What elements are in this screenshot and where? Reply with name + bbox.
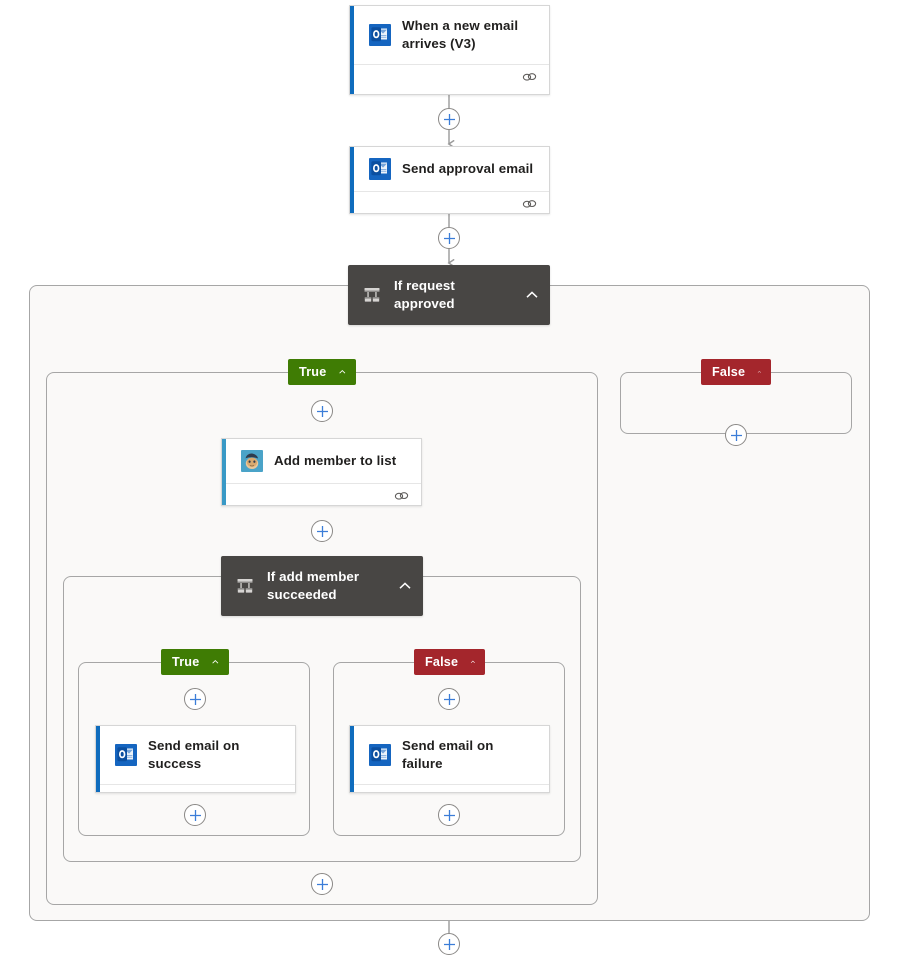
connections-link-icon[interactable] (394, 490, 409, 502)
card-header: Send email on failure (350, 726, 549, 784)
plus-icon (443, 809, 455, 821)
action-card-send-approval-email[interactable]: Send approval email (349, 146, 550, 214)
insert-button-after-send-email-on-success[interactable] (184, 804, 206, 826)
branch-badge-inner-false[interactable]: False (414, 649, 485, 675)
connections-link-icon[interactable] (522, 791, 537, 793)
mailchimp-icon (241, 450, 263, 472)
card-accent-bar (96, 726, 100, 792)
branch-badge-outer-false[interactable]: False (701, 359, 771, 385)
branch-badge-outer-true[interactable]: True (288, 359, 356, 385)
plus-icon (316, 878, 328, 890)
action-card-when-a-new-email-arrives[interactable]: When a new email arrives (V3) (349, 5, 550, 95)
insert-button-after-send-approval-email[interactable] (438, 227, 460, 249)
insert-button-end-of-outer-true-branch[interactable] (311, 873, 333, 895)
connections-link-icon[interactable] (522, 198, 537, 210)
plus-icon (189, 693, 201, 705)
connections-link-icon[interactable] (268, 791, 283, 793)
connections-link-icon[interactable] (522, 71, 537, 83)
plus-icon (316, 405, 328, 417)
outlook-icon (369, 158, 391, 180)
plus-icon (189, 809, 201, 821)
insert-button-before-send-email-on-success[interactable] (184, 688, 206, 710)
condition-node-if-request-approved[interactable]: If request approved (348, 265, 550, 325)
condition-title: If add member succeeded (267, 569, 360, 602)
card-accent-bar (350, 147, 354, 213)
card-footer (96, 784, 295, 793)
chevron-up-icon[interactable] (470, 655, 476, 669)
outlook-icon (369, 744, 391, 766)
card-title: Add member to list (274, 453, 397, 468)
chevron-up-icon[interactable] (338, 365, 347, 379)
card-header: Send approval email (350, 147, 549, 191)
condition-title: If request approved (394, 278, 455, 311)
chevron-up-icon[interactable] (757, 365, 762, 379)
action-card-add-member-to-list[interactable]: Add member to list (221, 438, 422, 506)
insert-button-after-add-member[interactable] (311, 520, 333, 542)
insert-button-outer-false-branch[interactable] (725, 424, 747, 446)
insert-button-before-add-member[interactable] (311, 400, 333, 422)
outlook-icon (369, 24, 391, 46)
card-title: Send email on failure (402, 738, 494, 771)
plus-icon (316, 525, 328, 537)
card-title: When a new email arrives (V3) (402, 18, 519, 51)
card-accent-bar (350, 6, 354, 94)
condition-branch-icon (364, 288, 380, 302)
card-footer (350, 64, 549, 89)
insert-button-end-of-flow[interactable] (438, 933, 460, 955)
condition-node-if-add-member-succeeded[interactable]: If add member succeeded (221, 556, 423, 616)
insert-button-after-trigger[interactable] (438, 108, 460, 130)
plus-icon (443, 938, 455, 950)
plus-icon (443, 693, 455, 705)
card-title: Send email on success (148, 738, 240, 771)
branch-label: True (172, 655, 200, 669)
branch-label: True (299, 365, 327, 379)
condition-branch-icon (237, 579, 253, 593)
card-accent-bar (350, 726, 354, 792)
card-title: Send approval email (402, 161, 534, 176)
card-footer (350, 784, 549, 793)
card-header: When a new email arrives (V3) (350, 6, 549, 64)
action-card-send-email-on-success[interactable]: Send email on success (95, 725, 296, 793)
branch-label: False (712, 365, 746, 379)
card-footer (222, 483, 421, 505)
plus-icon (730, 429, 742, 441)
outlook-icon (115, 744, 137, 766)
plus-icon (443, 113, 455, 125)
branch-label: False (425, 655, 459, 669)
action-card-send-email-on-failure[interactable]: Send email on failure (349, 725, 550, 793)
branch-badge-inner-true[interactable]: True (161, 649, 229, 675)
card-footer (350, 191, 549, 213)
plus-icon (443, 232, 455, 244)
insert-button-before-send-email-on-failure[interactable] (438, 688, 460, 710)
card-accent-bar (222, 439, 226, 505)
insert-button-after-send-email-on-failure[interactable] (438, 804, 460, 826)
card-header: Add member to list (222, 439, 421, 483)
chevron-up-icon[interactable] (397, 578, 413, 594)
chevron-up-icon[interactable] (524, 287, 540, 303)
card-header: Send email on success (96, 726, 295, 784)
chevron-up-icon[interactable] (211, 655, 220, 669)
